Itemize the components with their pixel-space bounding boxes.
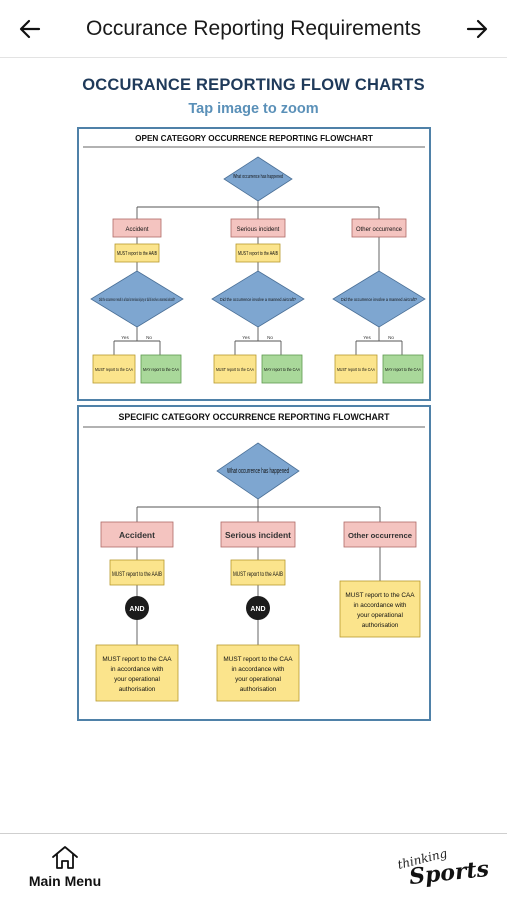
open-no-label-1: No [146,335,152,340]
specific-caa-2-line-3: your operational [235,676,281,683]
open-aaib-box-2 [235,243,281,263]
open-question-diamond-3 [332,270,426,328]
main-menu-button[interactable]: Main Menu [20,844,110,896]
open-yes-label-3: Yes [363,335,371,340]
open-may-caa-box-1 [140,354,182,384]
specific-caa-3-line-2: in accordance with [354,602,407,609]
open-question-label-3: Did the occurrence involve a manned airc… [341,297,417,303]
specific-caa-1-line-2: in accordance with [111,666,164,673]
open-aaib-label-2: MUST report to the AAIB [238,251,278,257]
open-must-caa-label-3: MUST report to the CAA [337,367,376,373]
arrow-right-icon [466,19,488,39]
open-no-label-2: No [267,335,273,340]
open-yes-label-1: Yes [121,335,129,340]
specific-caa-3-line-4: authorisation [362,622,399,629]
open-accident-label: Accident [125,227,148,233]
back-button[interactable] [14,14,46,44]
specific-caa-3-line-3: your operational [357,612,403,619]
specific-caa-3-line-1: MUST report to the CAA [345,592,415,599]
specific-caa-2-line-1: MUST report to the CAA [223,656,293,663]
open-other-box [351,218,407,238]
specific-aaib-box-2 [230,559,286,586]
specific-root-label: What occurrence has happened [227,468,289,475]
app-header: Occurance Reporting Requirements [0,0,507,58]
specific-serious-box [220,521,296,548]
specific-and-label-1: AND [129,606,144,613]
specific-serious-label: Serious incident [225,531,291,540]
specific-caa-box-3 [339,580,421,638]
open-serious-box [230,218,286,238]
open-must-caa-label-1: MUST report to the CAA [95,367,134,373]
open-aaib-label-1: MUST report to the AAIB [117,251,157,257]
bottom-bar: Main Menu thinking Sports [0,833,507,900]
specific-aaib-label-1: MUST report to the AAIB [112,572,162,578]
open-may-caa-box-2 [261,354,303,384]
open-serious-label: Serious incident [237,227,280,233]
open-may-caa-label-2: MAY report to the CAA [264,367,301,373]
specific-caa-1-line-3: your operational [114,676,160,683]
arrow-left-icon [19,19,41,39]
open-must-caa-box-1 [92,354,136,384]
specific-category-flowchart-image[interactable]: SPECIFIC CATEGORY OCCURRENCE REPORTING F… [77,405,431,721]
thinking-sports-logo: thinking Sports [396,844,490,892]
main-menu-label: Main Menu [28,873,102,889]
open-question-label-2: Did the occurrence involve a manned airc… [220,297,296,303]
open-other-label: Other occurrence [356,227,403,233]
specific-and-node-1 [125,596,149,620]
open-yes-label-2: Yes [242,335,250,340]
open-question-diamond-2 [211,270,305,328]
specific-caa-1-line-4: authorisation [119,686,156,693]
specific-accident-label: Accident [119,530,155,540]
specific-and-node-2 [246,596,270,620]
open-root-diamond [223,156,293,202]
open-category-flowchart-image[interactable]: OPEN CATEGORY OCCURRENCE REPORTING FLOWC… [77,127,431,401]
open-must-caa-box-2 [213,354,257,384]
open-may-caa-box-3 [382,354,424,384]
specific-caa-box-2 [216,644,300,702]
open-no-label-3: No [388,335,394,340]
open-may-caa-label-3: MAY report to the CAA [385,367,422,373]
specific-aaib-label-2: MUST report to the AAIB [233,572,283,578]
open-accident-box [112,218,162,238]
specific-caa-2-line-2: in accordance with [232,666,285,673]
open-must-caa-label-2: MUST report to the CAA [216,367,255,373]
specific-chart-title: SPECIFIC CATEGORY OCCURRENCE REPORTING F… [118,412,390,422]
open-aaib-box-1 [114,243,160,263]
specific-other-box [343,521,417,548]
open-root-label: What occurrence has happened [233,174,283,180]
specific-root-diamond [216,442,300,500]
specific-caa-2-line-4: authorisation [240,686,277,693]
forward-button[interactable] [461,14,493,44]
open-question-label-1: Did the occurrence result in a fatal or … [99,297,175,303]
specific-aaib-box-1 [109,559,165,586]
flowcharts-heading: OCCURANCE REPORTING FLOW CHARTS [82,76,425,94]
specific-caa-box-1 [95,644,179,702]
specific-accident-box [100,521,174,548]
specific-and-label-2: AND [250,606,265,613]
open-question-diamond-1 [90,270,184,328]
open-must-caa-box-3 [334,354,378,384]
open-may-caa-label-1: MAY report to the CAA [143,367,180,373]
page-title: Occurance Reporting Requirements [86,17,421,40]
open-chart-title: OPEN CATEGORY OCCURRENCE REPORTING FLOWC… [135,134,373,143]
home-icon [52,846,78,869]
specific-other-label: Other occurrence [348,531,412,540]
specific-caa-1-line-1: MUST report to the CAA [102,656,172,663]
zoom-hint: Tap image to zoom [188,101,319,117]
